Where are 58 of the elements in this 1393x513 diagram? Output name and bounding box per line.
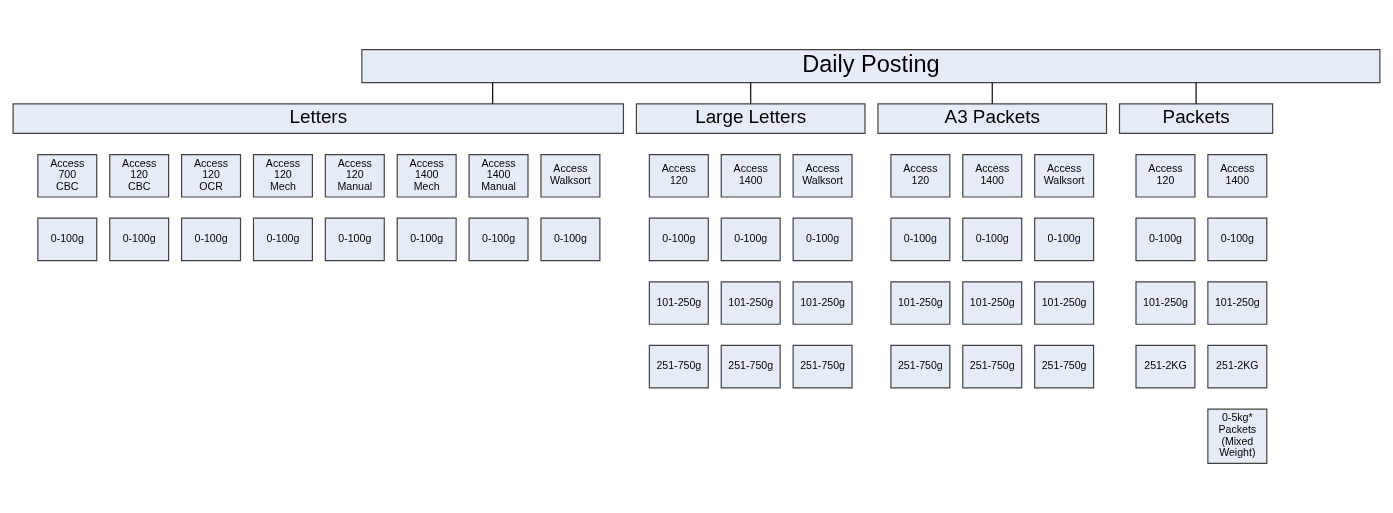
node-box: Access Walksort (540, 154, 601, 198)
node-box: 0-100g (540, 217, 601, 262)
node-box: Access 120 Mech (252, 154, 313, 198)
node-box: 0-100g (181, 217, 242, 262)
node-box: 0-100g (109, 217, 170, 262)
node-box: 0-100g (648, 217, 709, 262)
node-box: Access 1400 Manual (468, 154, 529, 198)
node-box: 251-2KG (1135, 344, 1196, 389)
node-box: 101-250g (720, 281, 781, 325)
node-box: 0-100g (1207, 217, 1268, 262)
connector (1195, 82, 1197, 105)
node-box: 0-100g (720, 217, 781, 262)
node-box: 0-100g (1135, 217, 1196, 262)
node-box: Letters (12, 103, 625, 134)
connector (750, 82, 752, 105)
node-box: Access 120 (648, 154, 709, 198)
node-box: Access 120 (1135, 154, 1196, 198)
node-box: 0-100g (890, 217, 951, 262)
node-box: 251-750g (962, 344, 1023, 389)
node-box: A3 Packets (877, 103, 1108, 134)
node-box: 0-100g (962, 217, 1023, 262)
node-box: Access 1400 (962, 154, 1023, 198)
node-box: Daily Posting (361, 49, 1381, 84)
node-box: 251-750g (890, 344, 951, 389)
node-box: Access Walksort (1034, 154, 1095, 198)
node-box: 0-100g (792, 217, 853, 262)
node-box: 101-250g (890, 281, 951, 325)
node-box: 251-750g (1034, 344, 1095, 389)
node-box: Access 120 OCR (181, 154, 242, 198)
connector (991, 82, 993, 105)
node-box: 251-750g (648, 344, 709, 389)
node-box: Access 1400 (1207, 154, 1268, 198)
node-box: 251-750g (720, 344, 781, 389)
node-box: Access 1400 (720, 154, 781, 198)
node-box: 101-250g (1034, 281, 1095, 325)
node-box: 101-250g (1135, 281, 1196, 325)
node-box: 0-100g (468, 217, 529, 262)
node-box: 0-5kg* Packets (Mixed Weight) (1207, 408, 1268, 464)
node-box: 0-100g (396, 217, 457, 262)
node-box: Access 1400 Mech (396, 154, 457, 198)
node-box: 0-100g (252, 217, 313, 262)
node-box: Access 700 CBC (37, 154, 98, 198)
node-box: Access 120 (890, 154, 951, 198)
node-box: 0-100g (324, 217, 385, 262)
node-box: 101-250g (792, 281, 853, 325)
node-box: 101-250g (648, 281, 709, 325)
node-box: 0-100g (1034, 217, 1095, 262)
node-box: 251-2KG (1207, 344, 1268, 389)
node-box: Access Walksort (792, 154, 853, 198)
node-box: Access 120 CBC (109, 154, 170, 198)
node-box: Large Letters (635, 103, 866, 134)
node-box: 101-250g (962, 281, 1023, 325)
node-box: 251-750g (792, 344, 853, 389)
connector (492, 82, 494, 105)
node-box: Access 120 Manual (324, 154, 385, 198)
node-box: Packets (1118, 103, 1274, 134)
node-box: 101-250g (1207, 281, 1268, 325)
node-box: 0-100g (37, 217, 98, 262)
